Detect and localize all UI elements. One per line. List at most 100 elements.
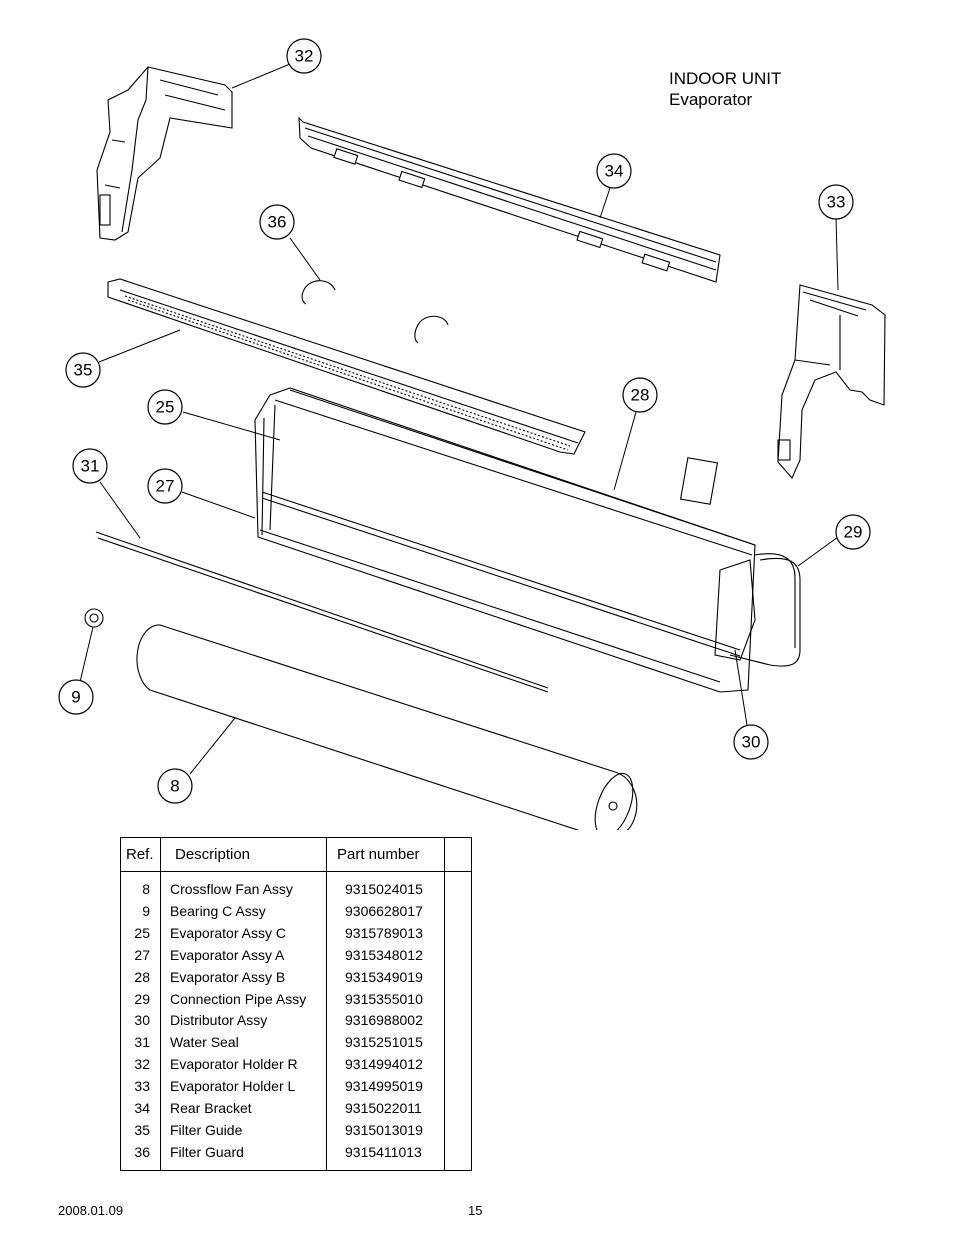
part-number-cell: 9315789013 xyxy=(345,924,423,941)
description-cell: Evaporator Holder L xyxy=(170,1078,296,1095)
footer-date: 2008.01.09 xyxy=(58,1203,124,1218)
ref-cell: 31 xyxy=(134,1034,150,1051)
evaporator-holder-l-drawing xyxy=(777,284,886,480)
svg-text:31: 31 xyxy=(81,457,100,476)
description-cell: Evaporator Assy C xyxy=(170,924,286,941)
callout-27: 27 xyxy=(147,468,183,504)
description-cell: Water Seal xyxy=(170,1034,239,1051)
ref-cell: 35 xyxy=(134,1121,150,1138)
ref-cell: 32 xyxy=(134,1056,150,1073)
crossflow-fan-drawing xyxy=(136,624,638,830)
ref-cell: 9 xyxy=(142,902,150,919)
header-ref: Ref. xyxy=(126,846,154,863)
description-cell: Filter Guard xyxy=(170,1143,244,1160)
ref-cell: 30 xyxy=(134,1012,150,1029)
ref-cell: 25 xyxy=(134,924,150,941)
callout-30: 30 xyxy=(733,724,769,760)
bearing-drawing xyxy=(84,608,104,628)
svg-text:29: 29 xyxy=(844,523,863,542)
parts-table: Ref. Description Part number 8 Crossflow … xyxy=(120,837,472,1171)
svg-text:27: 27 xyxy=(156,477,175,496)
table-divider xyxy=(160,838,161,1170)
filter-guide-drawing xyxy=(107,278,586,455)
table-row: 9 Bearing C Assy 9306628017 xyxy=(121,903,471,925)
part-number-cell: 9315022011 xyxy=(345,1100,422,1116)
description-cell: Bearing C Assy xyxy=(170,902,266,919)
part-number-cell: 9314994012 xyxy=(345,1056,423,1073)
callout-32: 32 xyxy=(286,38,322,74)
table-header-divider xyxy=(121,871,471,872)
callout-33: 33 xyxy=(818,184,854,220)
part-number-cell: 9314995019 xyxy=(345,1078,423,1095)
water-seal-drawing xyxy=(95,531,549,693)
callout-31: 31 xyxy=(72,448,108,484)
title-line-1: INDOOR UNIT xyxy=(669,69,782,88)
table-row: 29 Connection Pipe Assy 9315355010 xyxy=(121,991,471,1013)
table-divider xyxy=(326,838,327,1170)
part-number-cell: 9315348012 xyxy=(345,946,423,963)
svg-text:36: 36 xyxy=(268,213,287,232)
ref-cell: 27 xyxy=(134,946,150,963)
description-cell: Evaporator Assy A xyxy=(170,946,285,963)
rear-bracket-drawing xyxy=(298,116,721,283)
table-row: 30 Distributor Assy 9316988002 xyxy=(121,1012,471,1034)
title-line-2: Evaporator xyxy=(669,90,753,109)
part-number-cell: 9315024015 xyxy=(345,881,423,897)
table-row: 32 Evaporator Holder R 9314994012 xyxy=(121,1056,471,1078)
part-number-cell: 9315251015 xyxy=(345,1034,423,1051)
ref-cell: 36 xyxy=(134,1143,150,1160)
part-number-cell: 9316988002 xyxy=(345,1012,423,1029)
svg-text:9: 9 xyxy=(71,688,80,707)
table-row: 8 Crossflow Fan Assy 9315024015 xyxy=(121,881,471,903)
ref-cell: 34 xyxy=(134,1100,150,1116)
svg-text:34: 34 xyxy=(605,162,624,181)
svg-text:8: 8 xyxy=(170,777,179,796)
part-number-cell: 9315411013 xyxy=(345,1143,422,1160)
description-cell: Filter Guide xyxy=(170,1121,243,1138)
callout-28: 28 xyxy=(622,377,658,413)
page-title: INDOOR UNIT Evaporator xyxy=(669,68,781,110)
table-row: 27 Evaporator Assy A 9315348012 xyxy=(121,947,471,969)
table-row: 35 Filter Guide 9315013019 xyxy=(121,1122,471,1144)
description-cell: Connection Pipe Assy xyxy=(170,990,307,1007)
part-number-cell: 9315355010 xyxy=(345,990,423,1007)
evaporator-holder-r-drawing xyxy=(96,66,233,241)
svg-text:28: 28 xyxy=(631,386,650,405)
header-part-number: Part number xyxy=(337,846,420,863)
description-cell: Rear Bracket xyxy=(170,1100,252,1116)
part-number-cell: 9315013019 xyxy=(345,1121,423,1138)
table-row: 34 Rear Bracket 9315022011 xyxy=(121,1100,471,1122)
description-cell: Crossflow Fan Assy xyxy=(170,881,293,897)
ref-cell: 29 xyxy=(134,990,150,1007)
table-row: 36 Filter Guard 9315411013 xyxy=(121,1144,471,1166)
callout-25: 25 xyxy=(147,389,183,425)
connection-pipe-drawing xyxy=(679,457,801,667)
description-cell: Evaporator Holder R xyxy=(170,1056,298,1073)
ref-cell: 28 xyxy=(134,968,150,985)
svg-text:33: 33 xyxy=(827,193,846,212)
filter-guard-drawing xyxy=(301,280,449,344)
callout-35: 35 xyxy=(65,352,101,388)
exploded-diagram: 32 34 33 36 35 25 28 31 27 29 9 30 8 xyxy=(58,38,886,830)
callout-8: 8 xyxy=(157,768,193,804)
svg-text:30: 30 xyxy=(742,733,761,752)
ref-cell: 33 xyxy=(134,1078,150,1095)
table-divider xyxy=(444,838,445,1170)
callout-29: 29 xyxy=(835,514,871,550)
evaporator-drawing xyxy=(254,387,756,693)
table-row: 31 Water Seal 9315251015 xyxy=(121,1034,471,1056)
header-description: Description xyxy=(175,846,251,863)
leader-lines xyxy=(79,63,839,775)
table-row: 25 Evaporator Assy C 9315789013 xyxy=(121,925,471,947)
footer-page-number: 15 xyxy=(468,1203,483,1218)
callout-34: 34 xyxy=(596,153,632,189)
svg-text:35: 35 xyxy=(74,361,93,380)
ref-cell: 8 xyxy=(142,881,150,897)
svg-text:25: 25 xyxy=(156,398,175,417)
svg-text:32: 32 xyxy=(295,47,314,66)
description-cell: Distributor Assy xyxy=(170,1012,268,1029)
part-number-cell: 9315349019 xyxy=(345,968,423,985)
callout-36: 36 xyxy=(259,204,295,240)
part-number-cell: 9306628017 xyxy=(345,902,423,919)
